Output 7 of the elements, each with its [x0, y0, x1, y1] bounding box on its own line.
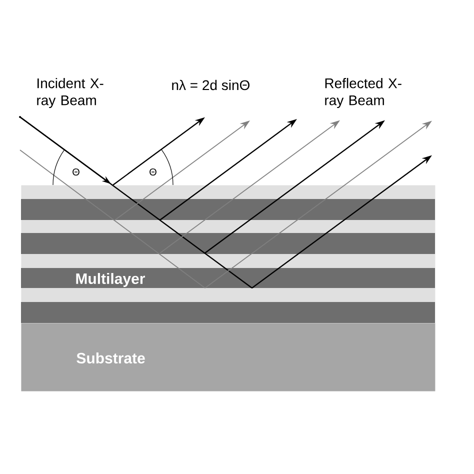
beam-label: Reflected X-ray Beam	[325, 78, 402, 108]
angle-label: Θ	[72, 168, 80, 176]
angle-label: Θ	[150, 168, 156, 176]
substrate-band: Substrate	[21, 323, 436, 392]
multilayer-band: Multilayer	[21, 185, 436, 324]
formula: nλ = 2d sinΘ	[172, 80, 250, 90]
beam-label: Incident X-ray Beam	[37, 78, 104, 108]
